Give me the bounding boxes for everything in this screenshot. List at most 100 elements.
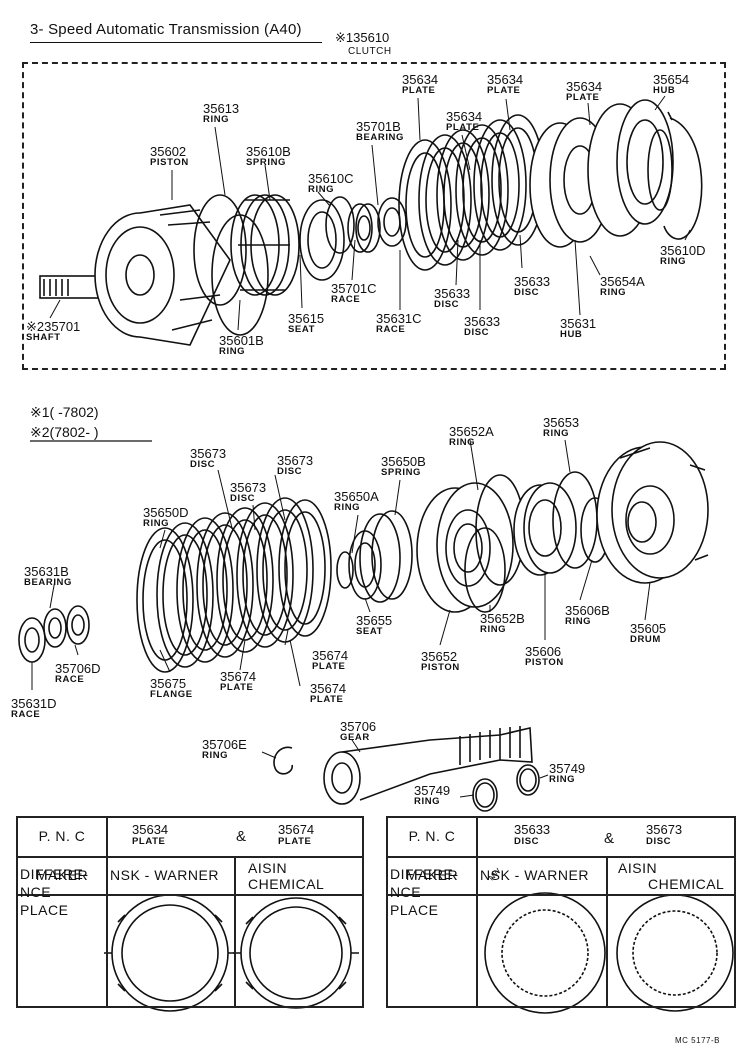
part-number: 35631C xyxy=(376,311,422,326)
pnc-part1-number: 35634 xyxy=(132,822,169,837)
clutch-assembly-box xyxy=(22,62,726,370)
ring-35706E-drawing xyxy=(273,746,293,775)
pnc-part1-right: 35633 DISC xyxy=(514,823,550,847)
part-number: 35749 xyxy=(549,761,586,776)
part-name: PLATE xyxy=(220,682,254,693)
part-name: DISC xyxy=(277,466,303,477)
part-name: RACE xyxy=(55,674,85,685)
drum-35605-drawing xyxy=(596,441,709,584)
piston-35606-drawing xyxy=(513,482,577,576)
pnc-part2: 35674 PLATE xyxy=(278,823,314,847)
part-number: 35749 xyxy=(414,783,451,798)
clutch-ref-word: CLUTCH xyxy=(348,46,392,57)
difference-line2: NCE xyxy=(20,884,52,900)
gear-35706-drawing xyxy=(323,726,533,805)
difference-line2-right: NCE xyxy=(390,884,422,900)
pnc-part1-number-right: 35633 xyxy=(514,822,551,837)
disc-nsk-cell: NW xyxy=(476,867,608,1008)
part-name: DISC xyxy=(230,493,256,504)
part-name: RING xyxy=(449,437,476,448)
part-number: 35650A xyxy=(334,489,379,504)
title-underline xyxy=(30,42,322,43)
maker-2-cell-right: AISIN CHEMICAL xyxy=(606,856,736,896)
part-number: 35610B xyxy=(246,144,291,159)
pnc-ampersand: & xyxy=(236,828,247,845)
bearing-35631B-drawing xyxy=(43,608,67,648)
maker-label-right: MAKER xyxy=(405,867,459,883)
part-name: PISTON xyxy=(525,657,564,668)
part-name: RING xyxy=(203,114,230,125)
part-name: RING xyxy=(565,616,592,627)
part-name: PLATE xyxy=(566,92,600,103)
maker-2-line1-right: AISIN xyxy=(618,860,658,876)
piston-35602-drawing xyxy=(94,204,231,346)
ring-35652B-drawing xyxy=(464,527,506,613)
part-name: HUB xyxy=(653,85,676,96)
part-number: 35706D xyxy=(55,661,101,676)
spring-35650B-drawing xyxy=(359,510,413,603)
part-number: 35634 xyxy=(566,79,603,94)
part-number: 35652A xyxy=(449,424,494,439)
part-number: 35633 xyxy=(514,274,551,289)
plate-aisin-cell xyxy=(234,894,364,1008)
part-number: 35606B xyxy=(565,603,610,618)
part-name: SEAT xyxy=(288,324,316,335)
part-number: 35673 xyxy=(277,453,314,468)
part-name: RING xyxy=(219,346,246,357)
part-number: 35655 xyxy=(356,613,393,628)
part-number: 35606 xyxy=(525,644,562,659)
part-number: 35652 xyxy=(421,649,458,664)
part-name: RING xyxy=(308,184,335,195)
bearing-35701B-drawing xyxy=(347,203,381,253)
pnc-value-cell: 35634 PLATE & 35674 PLATE xyxy=(106,816,364,858)
maker-label-cell: MAKER xyxy=(16,856,108,896)
part-name: SHAFT xyxy=(26,332,61,343)
disc-comparison-table: P. N. C 35633 DISC & 35673 DISC MAKER NS… xyxy=(386,816,736,1008)
difference-label-cell-right: DIFFERE- NCE PLACE xyxy=(386,866,478,1008)
part-name: RING xyxy=(414,796,441,807)
plates-and-discs-drawing xyxy=(398,114,545,271)
race-35706D-drawing xyxy=(66,605,90,645)
part-number: 35653 xyxy=(543,415,580,430)
pnc-part1: 35634 PLATE xyxy=(132,823,168,847)
part-number: 35631D xyxy=(11,696,57,711)
difference-line1-right: DIFFERE- xyxy=(390,866,459,882)
part-name: DRUM xyxy=(630,634,661,645)
part-name: PLATE xyxy=(402,85,436,96)
part-number: 35674 xyxy=(220,669,257,684)
part-name: PISTON xyxy=(150,157,189,168)
part-number: 35654A xyxy=(600,274,645,289)
note-1: ※1( -7802) xyxy=(30,404,99,421)
part-number: 35610D xyxy=(660,243,706,258)
part-number: 35631B xyxy=(24,564,69,579)
part-number: 35602 xyxy=(150,144,187,159)
part-name: RACE xyxy=(11,709,41,720)
pnc-label-cell: P. N. C xyxy=(16,816,108,858)
pnc-value-cell-right: 35633 DISC & 35673 DISC xyxy=(476,816,736,858)
part-number: 35650B xyxy=(381,454,426,469)
maker-2-line1: AISIN xyxy=(248,860,288,876)
pnc-part2-number-right: 35673 xyxy=(646,822,683,837)
pnc-ampersand-right: & xyxy=(604,830,615,847)
part-name: PISTON xyxy=(421,662,460,673)
note-2-text: (7802- ) xyxy=(49,424,99,440)
maker-label-cell-right: MAKER xyxy=(386,856,478,896)
ring-35601B-drawing xyxy=(211,214,269,336)
part-name: PLATE xyxy=(487,85,521,96)
part-name: RACE xyxy=(376,324,406,335)
